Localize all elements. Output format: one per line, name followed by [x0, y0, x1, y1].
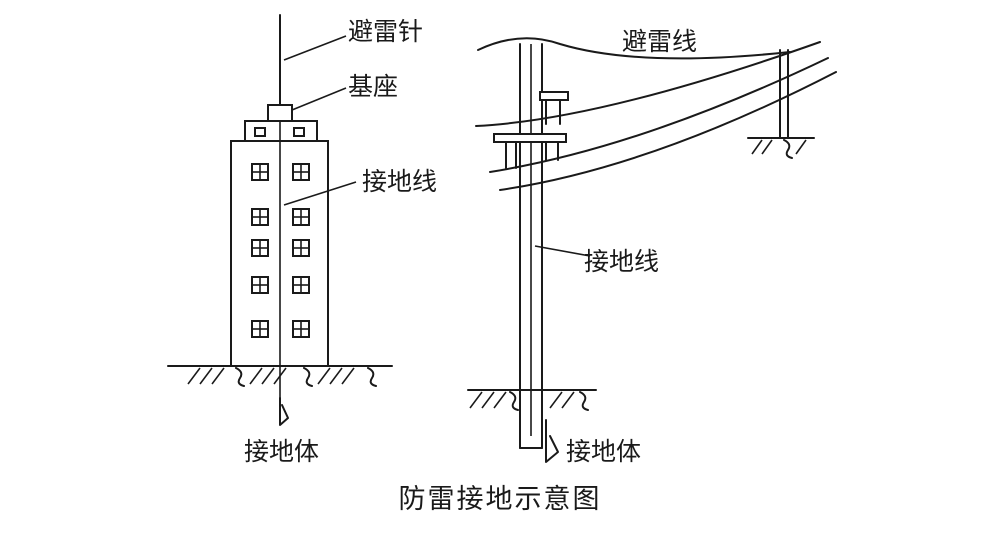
building-down-conductor-label: 接地线 — [362, 167, 437, 196]
lower-crossarm — [493, 133, 567, 169]
pole-group: 避雷线 接地线 接地体 — [467, 27, 837, 466]
shield-wire-label: 避雷线 — [622, 27, 697, 56]
conductor-line-1 — [475, 41, 821, 127]
building-windows — [251, 163, 310, 338]
lightning-rod-label: 避雷针 — [348, 17, 423, 46]
conductor-line-2 — [489, 57, 829, 173]
diagram-caption: 防雷接地示意图 — [399, 484, 602, 515]
pole-ground — [467, 389, 597, 411]
building-ground-electrode — [279, 397, 289, 426]
rod-base-label: 基座 — [348, 72, 398, 101]
roof-vent-left — [254, 127, 266, 137]
pole-ground-electrode-label: 接地体 — [566, 437, 641, 466]
building-group: 避雷针 基座 接地线 接地体 — [167, 14, 437, 466]
upper-crossarm — [539, 91, 569, 125]
roof-vent-right — [293, 127, 305, 137]
rod-base — [267, 104, 293, 122]
pole-ground-electrode — [545, 419, 559, 463]
main-pole — [519, 43, 543, 449]
shield-wire — [477, 37, 791, 60]
secondary-pole — [747, 49, 815, 159]
building-ground-electrode-label: 接地体 — [244, 437, 319, 466]
pole-down-conductor-label: 接地线 — [584, 247, 659, 276]
